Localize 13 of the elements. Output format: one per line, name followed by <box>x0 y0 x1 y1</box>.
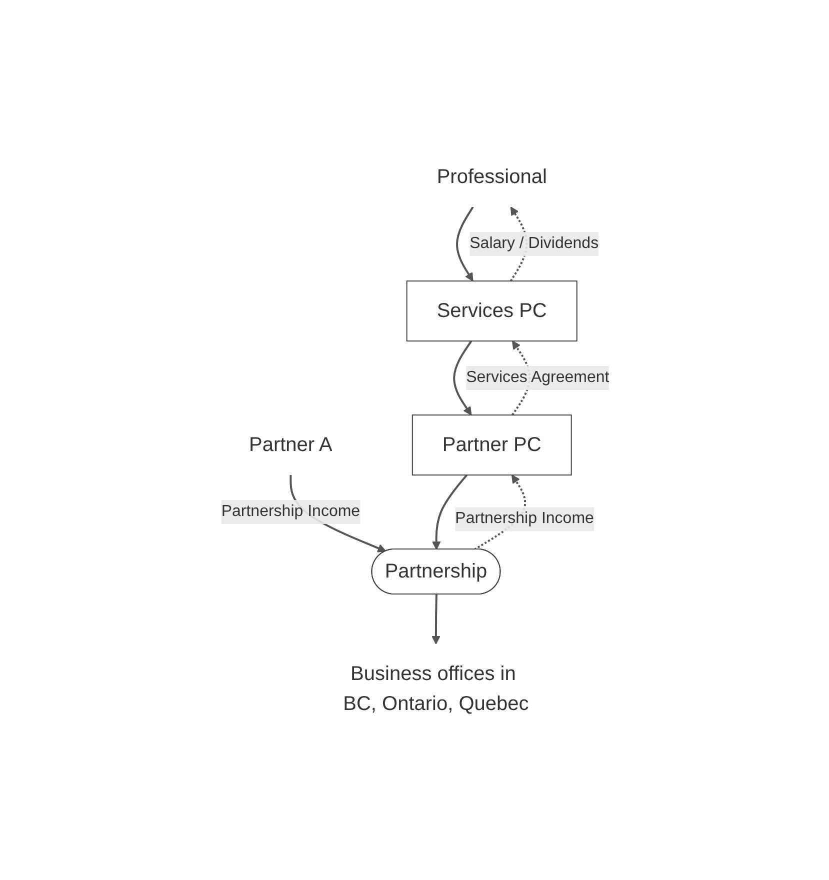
arrow <box>456 206 474 281</box>
node-text: Professional <box>437 166 548 188</box>
edge-label: Services Agreement <box>466 368 610 386</box>
arrow <box>454 340 473 415</box>
edge-label: Partnership Income <box>456 510 594 527</box>
arrow <box>432 474 468 550</box>
node-text: Partner A <box>249 434 333 456</box>
node-box: Partner PC <box>412 414 572 475</box>
edge-label: Salary / Dividends <box>470 234 599 252</box>
node-text: Business offices in BC, Ontario, Quebec <box>344 662 530 714</box>
node-box: Services PC <box>406 280 578 341</box>
arrow <box>432 594 441 644</box>
edge-label: Partnership Income <box>222 502 360 520</box>
